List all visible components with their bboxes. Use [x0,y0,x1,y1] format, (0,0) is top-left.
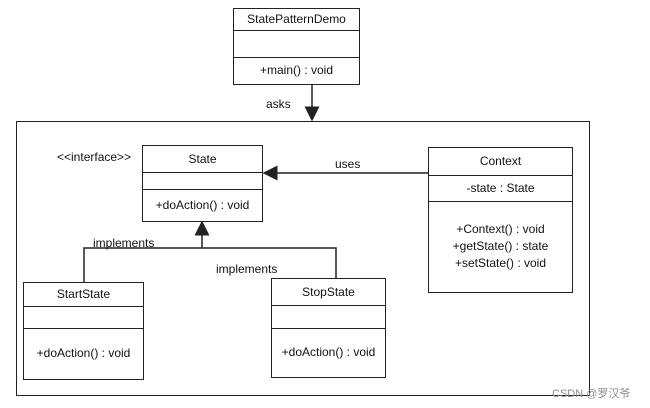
methods-section: +doAction() : void [143,190,262,220]
class-context: Context -state : State +Context() : void… [428,147,573,293]
methods-section: +doAction() : void [272,329,385,376]
methods-section: +Context() : void +getState() : state +s… [429,202,572,291]
system-frame [16,121,590,396]
class-state: State +doAction() : void [142,145,263,222]
class-name: StopState [302,284,355,299]
method: +main() : void [259,63,334,77]
class-name-section: Context [429,148,572,176]
method: +setState() : void [454,256,547,270]
attributes-section [143,173,262,190]
method: +doAction() : void [155,197,250,212]
class-start-state: StartState +doAction() : void [23,282,144,380]
methods-section: +main() : void [234,58,359,83]
method: +doAction() : void [36,346,131,360]
implements-start-connector [83,247,202,282]
method: +Context() : void [456,222,545,236]
method: +getState() : state [452,239,549,253]
uses-label: uses [335,157,361,171]
stereotype-label: <<interface>> [57,150,132,164]
watermark: CSDN @罗汉爷 [552,388,631,400]
attributes-section [272,306,385,329]
class-name-section: StopState [272,279,385,306]
class-name: Context [479,154,522,168]
class-name-section: StatePatternDemo [234,9,359,31]
method: +doAction() : void [281,345,376,359]
implements-label-stop: implements [216,262,278,276]
implements-stop-connector [202,247,337,278]
class-stop-state: StopState +doAction() : void [271,278,386,378]
methods-section: +doAction() : void [24,329,143,378]
class-name: StartState [56,287,111,301]
class-name: StatePatternDemo [247,12,346,26]
attribute: -state : State [466,181,535,195]
attributes-section: -state : State [429,176,572,202]
class-state-pattern-demo: StatePatternDemo +main() : void [233,8,360,85]
asks-label: asks [266,97,291,111]
class-name: State [188,151,217,166]
attributes-section [24,307,143,329]
implements-label-start: implements [93,236,155,250]
class-name-section: StartState [24,283,143,307]
class-name-section: State [143,146,262,173]
attributes-section [234,31,359,58]
